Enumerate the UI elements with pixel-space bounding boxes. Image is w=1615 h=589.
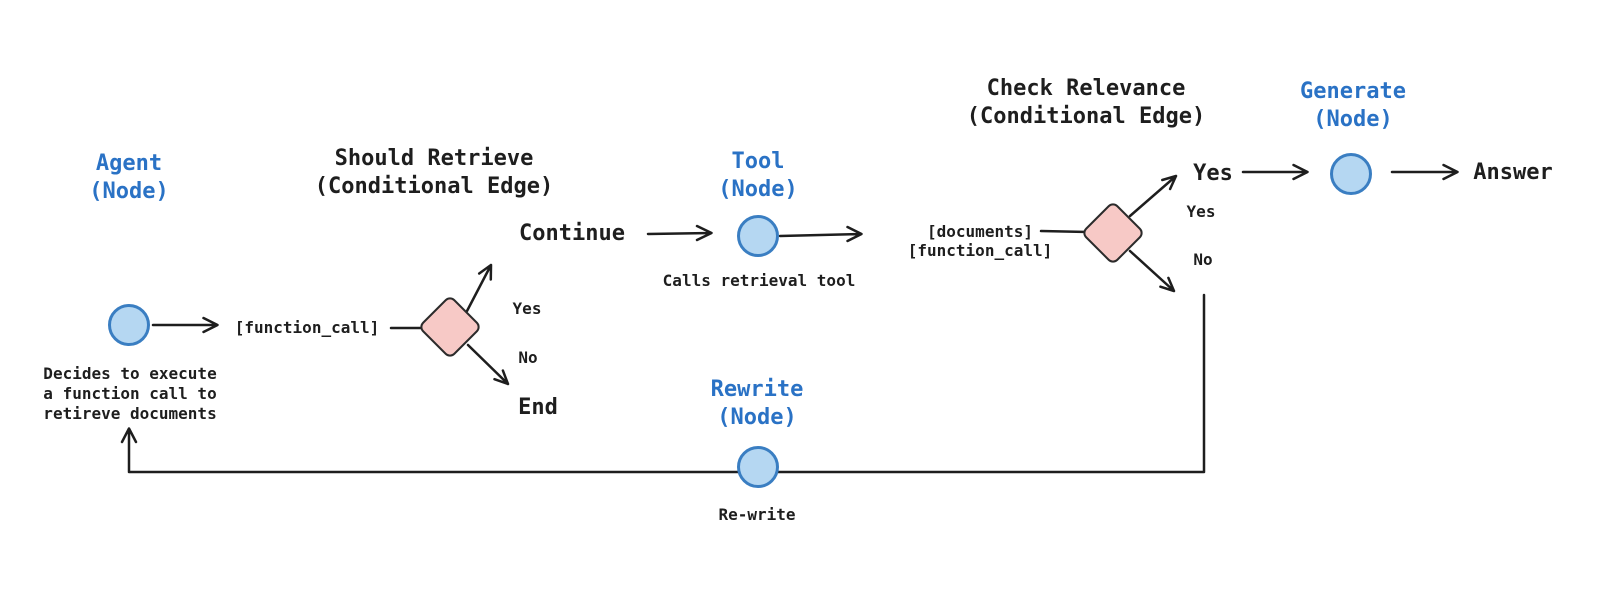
yes-right-label: Yes [1186,202,1216,221]
continue-edge-label: Continue [519,221,625,246]
check-relevance-title: Check Relevance(Conditional Edge) [966,76,1206,129]
tool-node-title: Tool(Node) [718,149,798,202]
rewrite-node-circle [737,446,779,488]
edge-yes-big-to-generate [1241,163,1309,181]
documents-function-call-label: [documents][function_call] [907,222,1053,260]
edge-tool-to-documents [778,225,863,243]
end-label: End [518,395,558,420]
tool-note: Calls retrieval tool [662,271,856,290]
edge-diamond-no-down [1128,249,1176,293]
no-left-label: No [518,348,538,367]
agent-node-circle [108,304,150,346]
rewrite-node-title: Rewrite(Node) [710,377,804,430]
tool-node-circle [737,215,779,257]
edge-agent-to-function-call [151,316,219,334]
edge-documents-to-diamond [1039,229,1090,234]
edge-diamond-yes-to-yes-big [1128,174,1178,218]
edge-continue-to-tool [646,224,713,242]
edge-rewrite-feedback-loop [120,293,1206,474]
edge-generate-to-answer [1390,163,1459,181]
agent-node-title: Agent(Node) [89,151,169,204]
generate-node-title: Generate(Node) [1300,79,1406,132]
edge-diamond-yes-to-continue [465,263,493,313]
rewrite-note: Re-write [718,505,796,524]
yes-left-label: Yes [512,299,542,318]
function-call-label: [function_call] [234,318,380,337]
edge-diamond-no-to-end [466,343,510,386]
no-right-label: No [1193,250,1213,269]
yes-big-label: Yes [1193,161,1233,186]
generate-node-circle [1330,153,1372,195]
answer-label: Answer [1473,160,1553,185]
should-retrieve-title: Should Retrieve(Conditional Edge) [314,146,554,199]
